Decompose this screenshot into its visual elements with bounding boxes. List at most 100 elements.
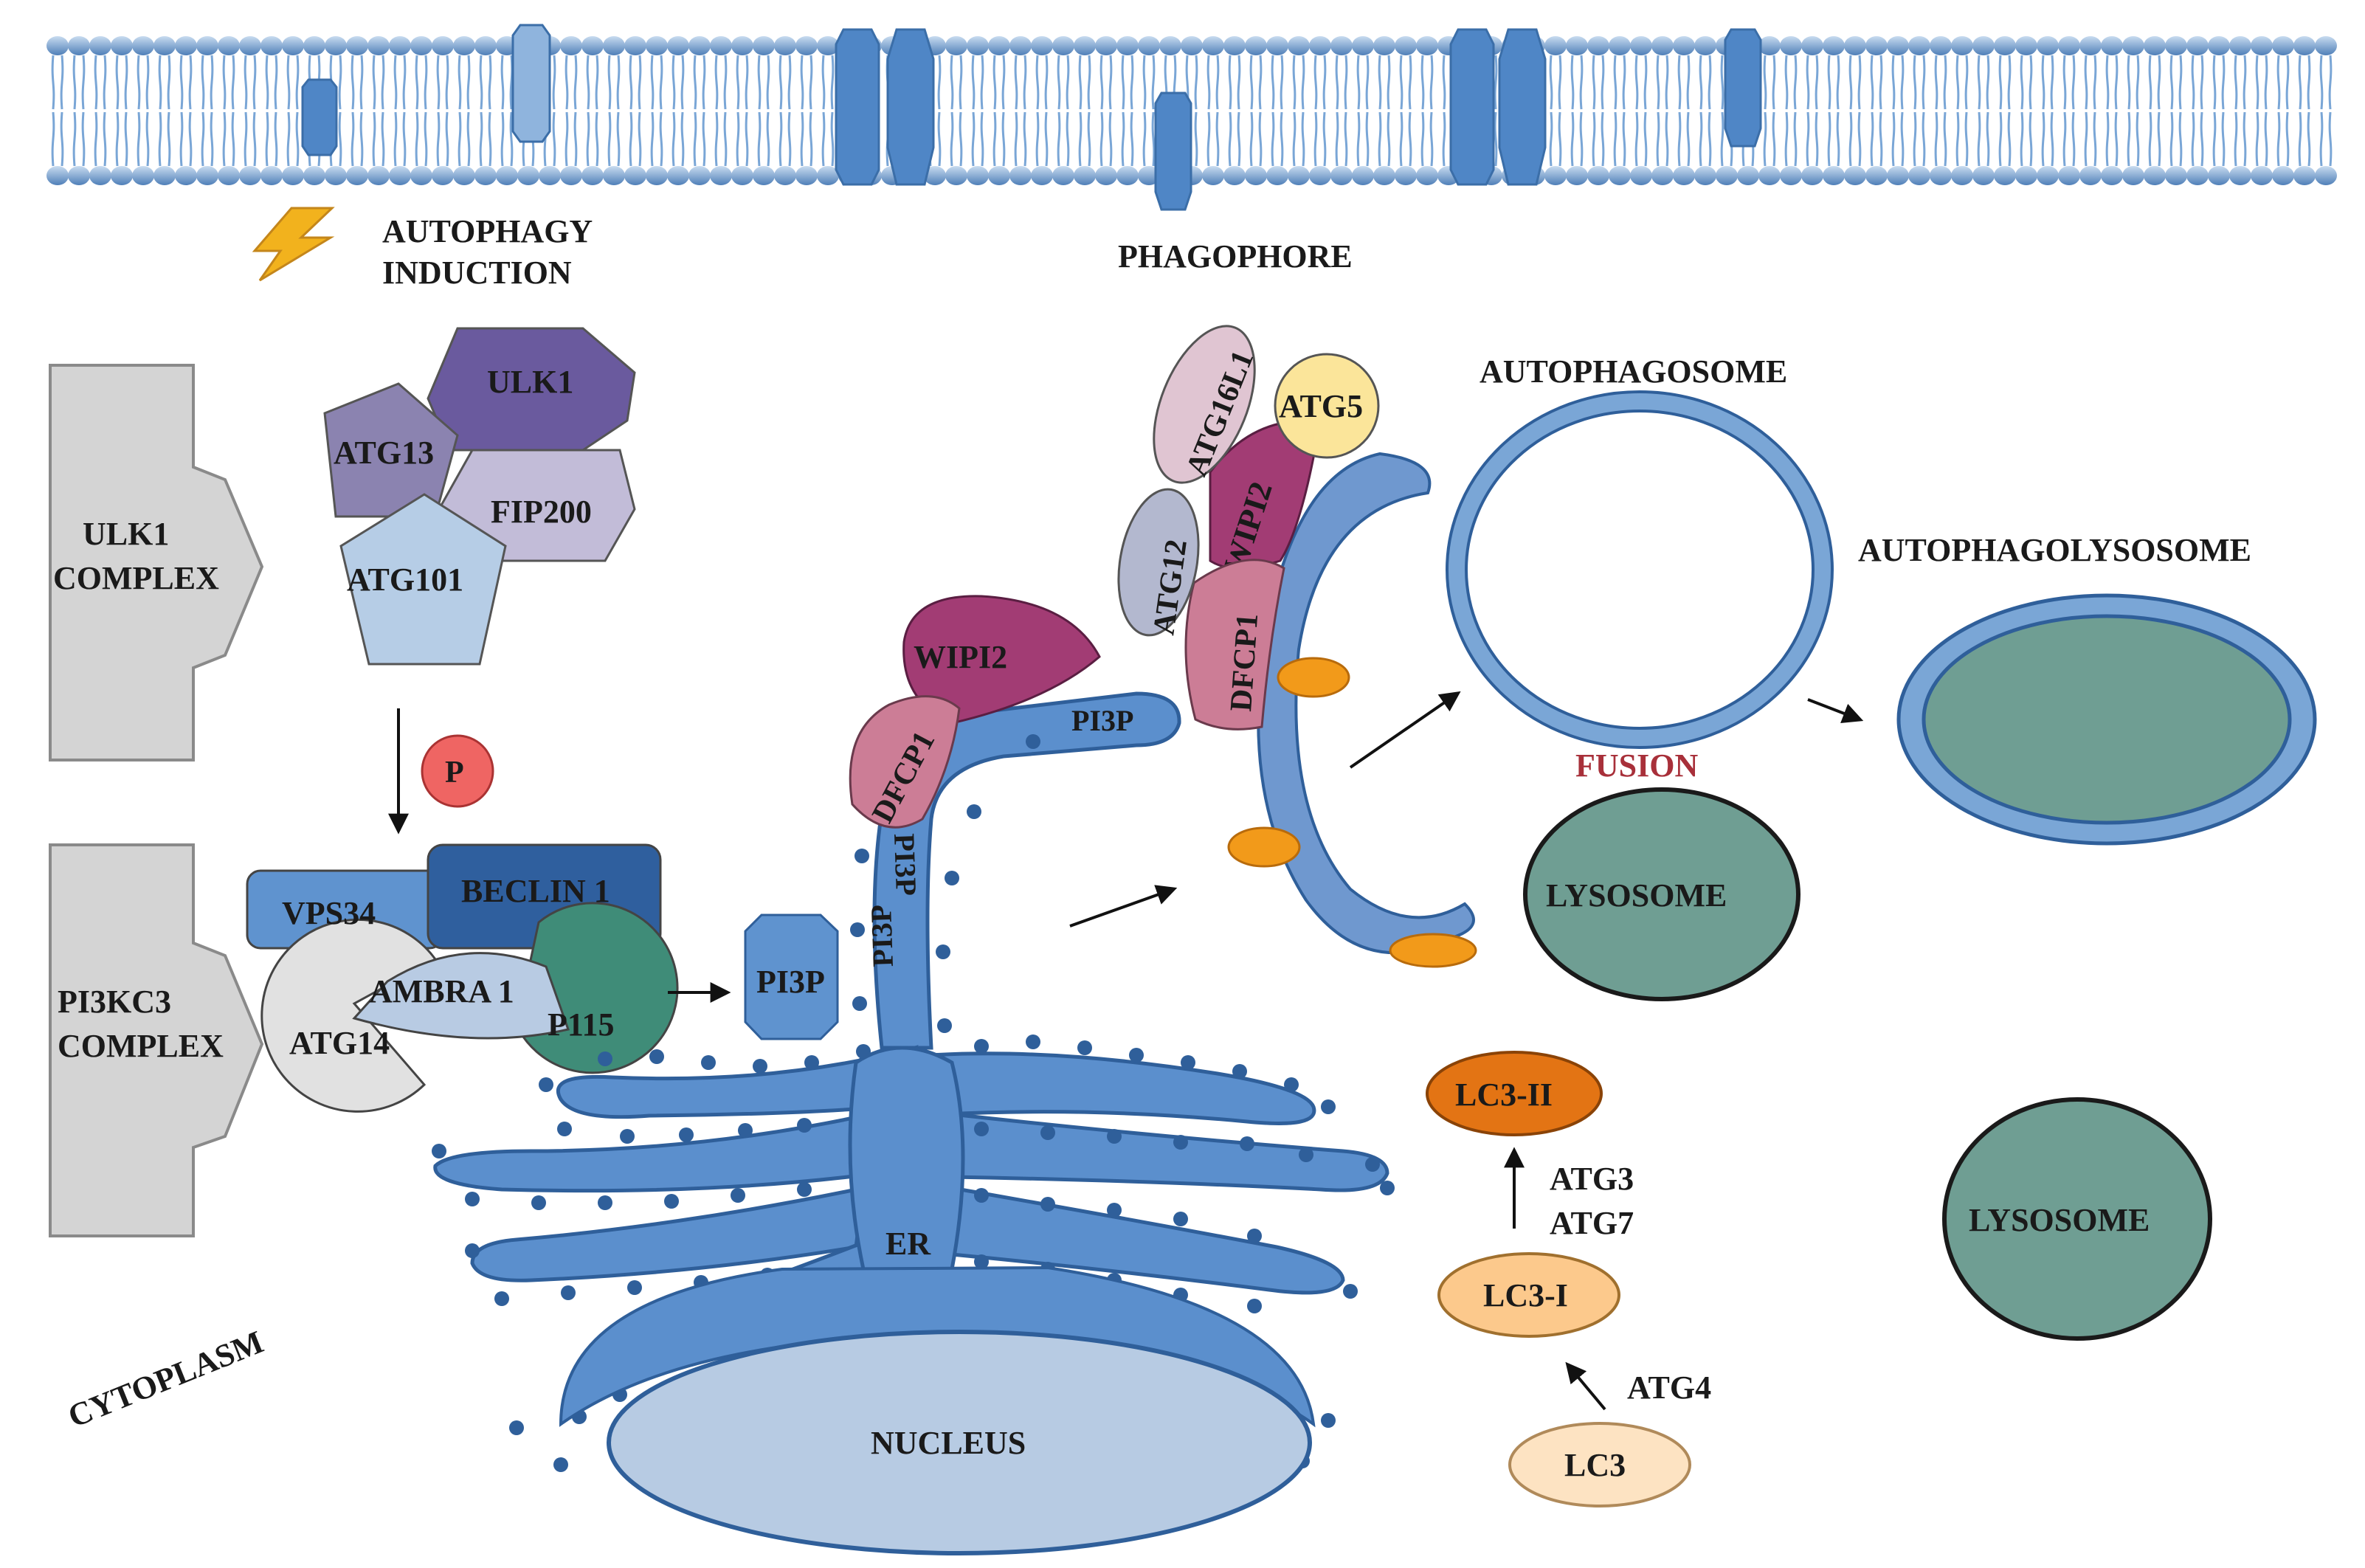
lipid-head — [196, 166, 218, 185]
er-cisterna — [927, 1051, 1316, 1125]
lipid-head — [389, 36, 411, 55]
lipid-tail — [1014, 55, 1027, 110]
lipid-head — [774, 36, 796, 55]
pi3p-label: PI3P — [864, 904, 900, 967]
lipid-tail — [2084, 55, 2097, 110]
lipid-head — [1801, 166, 1823, 185]
lipid-tail — [1848, 55, 1862, 110]
lipid-head — [1309, 36, 1331, 55]
ulk1-complex-arrow: ULK1 COMPLEX — [49, 364, 264, 761]
membrane-protein — [1498, 28, 1547, 186]
lipid-head — [1288, 166, 1310, 185]
lipid-head — [2186, 36, 2209, 55]
ribosome — [1343, 1284, 1358, 1299]
lipid-head — [988, 166, 1010, 185]
lipid-head — [432, 36, 454, 55]
lipid-head — [988, 36, 1010, 55]
ribosome — [1284, 1077, 1299, 1092]
lipid-head — [1673, 166, 1695, 185]
lipid-head — [2251, 166, 2273, 185]
ulk1-protein — [427, 327, 636, 452]
lipid-tail — [778, 55, 792, 110]
lipid-head — [731, 166, 753, 185]
lipid-head — [1245, 166, 1267, 185]
lipid-tail — [714, 55, 728, 110]
phagophore-label: PHAGOPHORE — [1118, 238, 1353, 274]
lipid-tail — [1699, 55, 1712, 110]
lipid-tail — [2234, 111, 2247, 167]
lipid-tail — [415, 55, 428, 110]
lipid-tail — [2191, 111, 2204, 167]
lipid-head — [710, 36, 732, 55]
autophagolysosome-label: AUTOPHAGOLYSOSOME — [1858, 532, 2251, 568]
lc3-ii-protein — [1426, 1051, 1603, 1136]
ribosome — [531, 1195, 546, 1210]
pi3p-box-label: PI3P — [756, 964, 825, 1000]
lipid-head — [1930, 36, 1952, 55]
lipid-tail — [1634, 55, 1648, 110]
lipid-tail — [2105, 55, 2119, 110]
lipid-tail — [2255, 55, 2268, 110]
lipid-head — [967, 166, 989, 185]
lipid-tail — [1656, 111, 1669, 167]
lipid-head — [1951, 166, 1973, 185]
lipid-head — [603, 166, 625, 185]
lc3-anchor — [1277, 657, 1350, 698]
lipid-tail — [1634, 111, 1648, 167]
lipid-head — [1651, 166, 1674, 185]
lipid-head — [410, 166, 432, 185]
lipid-tail — [757, 111, 770, 167]
ribosome — [797, 1182, 812, 1197]
ribosome — [598, 1195, 612, 1210]
lipid-tail — [2276, 111, 2290, 167]
membrane-proteins — [301, 24, 1762, 211]
lipid-head — [1673, 36, 1695, 55]
lipid-tail — [1913, 111, 1926, 167]
lipid-head — [2272, 36, 2294, 55]
lipid-head — [2037, 166, 2059, 185]
ribosome — [649, 1049, 664, 1064]
lipid-head — [2015, 36, 2037, 55]
lipid-head — [1587, 36, 1609, 55]
lipid-head — [560, 36, 582, 55]
lipid-tail — [2020, 55, 2033, 110]
lipid-tail — [2105, 111, 2119, 167]
lipid-head — [153, 36, 176, 55]
lipid-head — [175, 166, 197, 185]
lipid-head — [1994, 166, 2016, 185]
lipid-tail — [1206, 55, 1220, 110]
lipid-head — [89, 36, 111, 55]
lipid-head — [2165, 166, 2187, 185]
nucleus: NUCLEUS — [559, 1265, 1316, 1555]
ribosome — [854, 849, 869, 863]
lipid-tail — [51, 55, 64, 110]
lipid-head — [1609, 166, 1631, 185]
lipid-head — [1223, 166, 1246, 185]
lipid-head — [303, 166, 325, 185]
nucleus-label: NUCLEUS — [871, 1425, 1026, 1461]
lipid-tail — [94, 111, 107, 167]
ribosome — [539, 1077, 553, 1092]
lipid-tail — [479, 111, 492, 167]
lipid-head — [1330, 36, 1353, 55]
autophagy-induction-label: INDUCTION — [382, 255, 572, 291]
lipid-tail — [607, 111, 621, 167]
lipid-tail — [1955, 111, 1969, 167]
lipid-head — [2122, 36, 2144, 55]
lipid-bilayer-membrane — [46, 24, 2337, 211]
lipid-head — [1737, 166, 1759, 185]
lipid-head — [1694, 166, 1716, 185]
lipid-head — [2229, 36, 2251, 55]
lipid-head — [710, 166, 732, 185]
atg101-label: ATG101 — [347, 562, 463, 598]
lipid-head — [517, 166, 539, 185]
lysosome-label: LYSOSOME — [1546, 877, 1727, 913]
lipid-tail — [693, 55, 706, 110]
lipid-head — [688, 166, 711, 185]
lipid-head — [453, 36, 475, 55]
lipid-tail — [693, 111, 706, 167]
lipid-head — [1844, 166, 1866, 185]
lipid-head — [239, 166, 261, 185]
lipid-tail — [393, 111, 407, 167]
lipid-tail — [1121, 111, 1134, 167]
